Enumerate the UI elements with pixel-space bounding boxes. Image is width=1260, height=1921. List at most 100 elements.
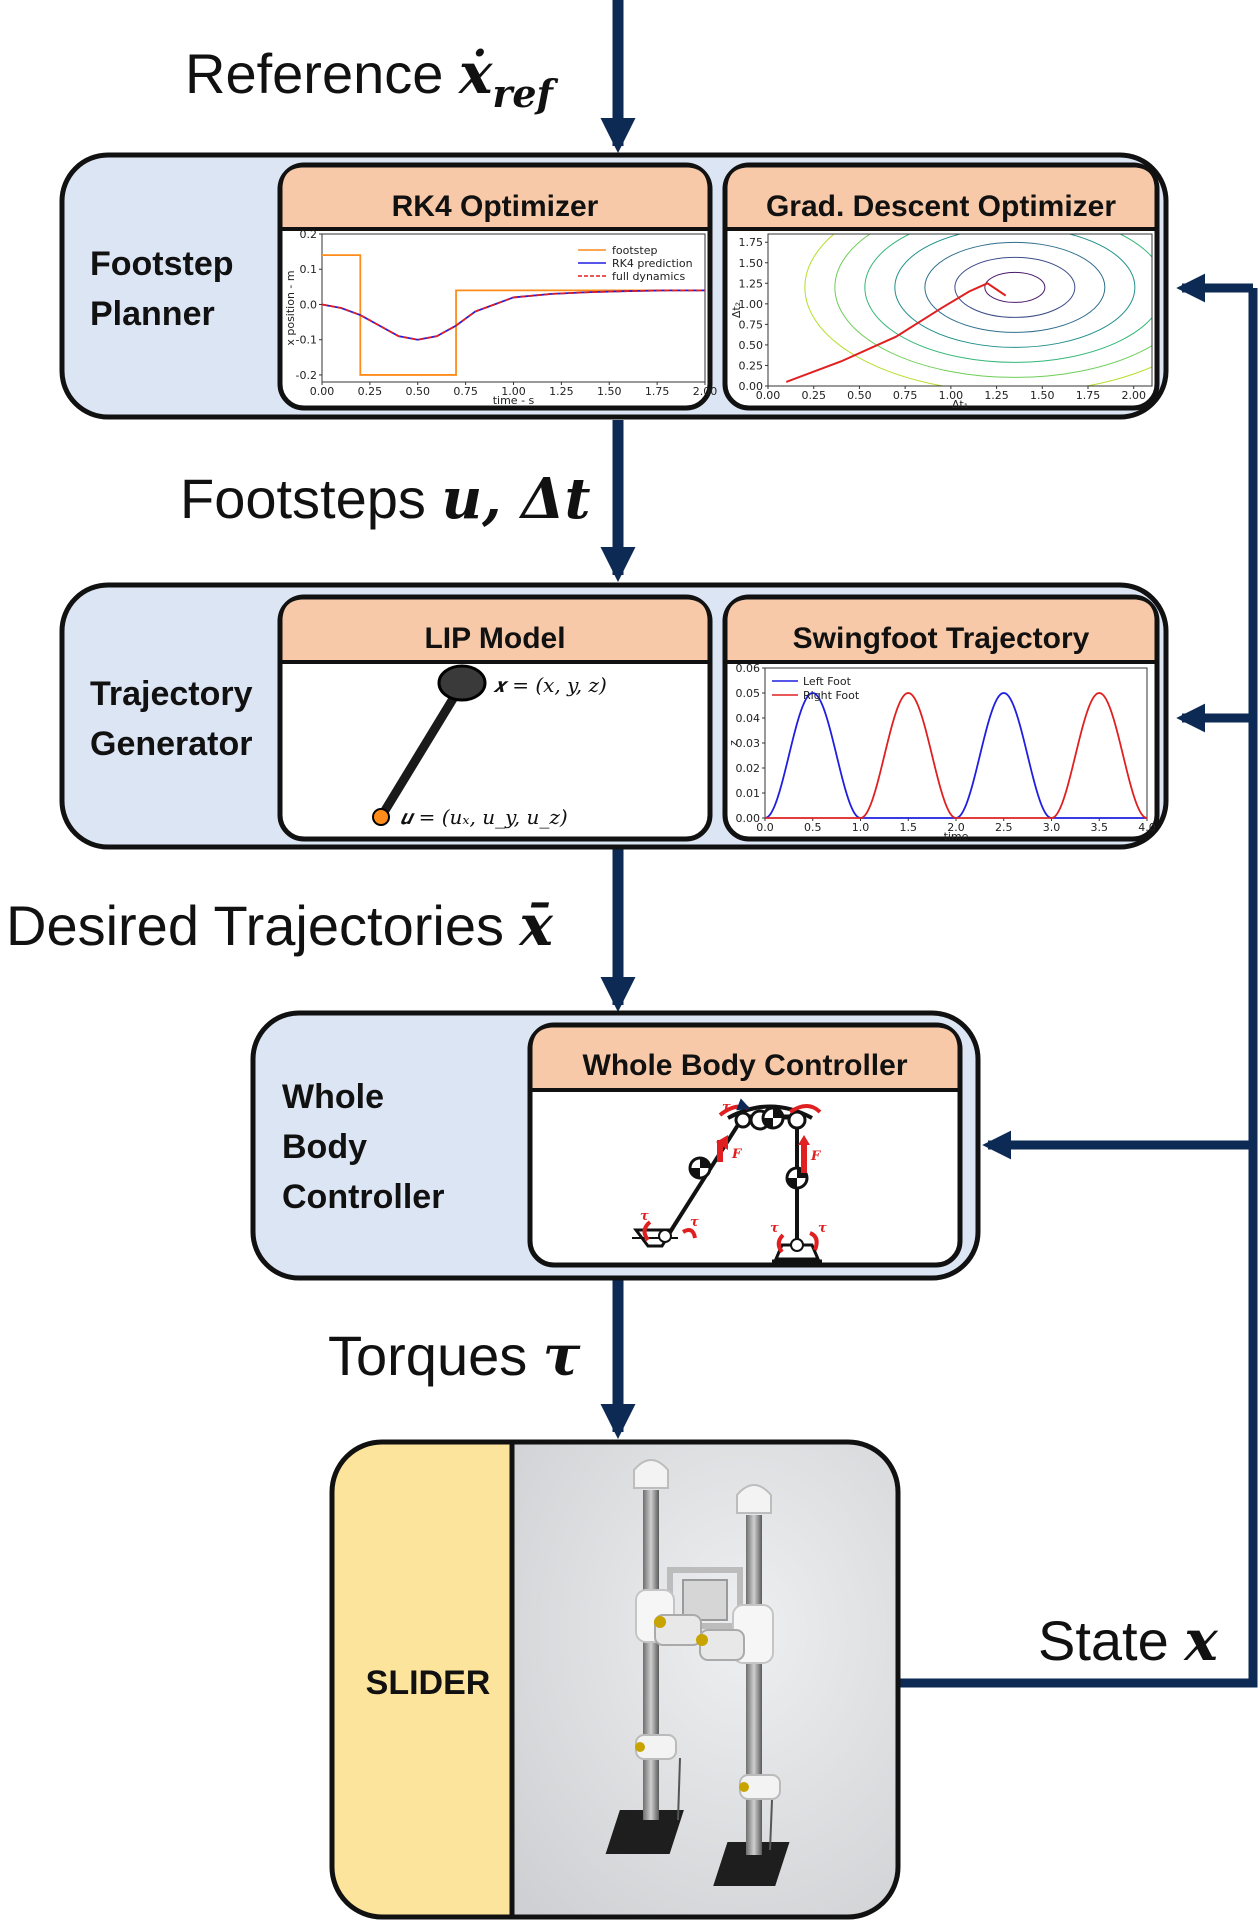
rk4-legend-label: full dynamics xyxy=(612,270,685,283)
rk4-xtick-label: 1.75 xyxy=(645,385,670,398)
lip-foot-icon xyxy=(372,808,390,826)
gd-xtick-label: 0.25 xyxy=(801,389,826,402)
rk4-chart: 0.00 0.25 0.50 0.75 1.00 1.25 1.50 1.75 2.00 0.2 0… xyxy=(284,228,717,407)
swing-series-Right-Foot xyxy=(765,692,1148,819)
wbc-line1: Whole xyxy=(282,1078,384,1116)
swing-ytick-label: 0.02 xyxy=(736,762,761,775)
gd-xtick-label: 1.00 xyxy=(939,389,964,402)
wbc-force-label-1: F xyxy=(731,1147,742,1162)
rk4-ylabel: x position - m xyxy=(284,270,297,345)
swing-xtick-label: 4.0 xyxy=(1138,821,1156,834)
swingfoot-title: Swingfoot Trajectory xyxy=(793,622,1090,655)
swing-ytick-label: 0.06 xyxy=(736,662,761,675)
rk4-optimizer-title: RK4 Optimizer xyxy=(392,190,599,223)
gd-ytick-label: 0.25 xyxy=(739,359,764,372)
wbc-force-label-2: F xyxy=(810,1149,821,1164)
gd-descent-path xyxy=(785,282,1007,383)
wbc-tau-label-1: τ xyxy=(722,1100,731,1115)
whole-body-controller-block: Whole Body Controller Whole Body Control… xyxy=(250,1010,981,1281)
rk4-ytick-label: 0.0 xyxy=(300,298,318,311)
swing-xlabel: time xyxy=(944,830,969,843)
rk4-ytick-label: 0.2 xyxy=(300,228,318,241)
gd-xtick-label: 1.75 xyxy=(1076,389,1101,402)
gd-contour xyxy=(804,234,1152,386)
swing-xtick-label: 3.5 xyxy=(1091,821,1109,834)
lip-leg xyxy=(376,679,467,822)
swing-ytick-label: 0.04 xyxy=(736,712,761,725)
gd-contour xyxy=(924,241,1106,333)
rk4-series-full-dynamics xyxy=(321,289,705,341)
rk4-ytick-label: 0.1 xyxy=(300,263,318,276)
gd-contour xyxy=(894,234,1136,348)
gd-xtick-label: 0.75 xyxy=(893,389,918,402)
rk4-xtick-label: 0.25 xyxy=(358,385,383,398)
rk4-series-footstep xyxy=(322,254,705,376)
lip-mass-icon xyxy=(437,664,487,702)
trajectory-generator-block: Trajectory Generator LIP Model 𝒙 = (x, y… xyxy=(59,582,1169,850)
lip-model-title: LIP Model xyxy=(424,622,565,655)
rk4-xlabel: time - s xyxy=(493,394,535,407)
wbc-tau-label-3: τ xyxy=(690,1215,699,1230)
rk4-legend-label: footstep xyxy=(612,244,657,257)
torques-label: Torques τ xyxy=(328,1323,581,1389)
state-label: State x xyxy=(1038,1608,1218,1674)
robot-name-label: SLIDER xyxy=(366,1664,491,1702)
gd-contour xyxy=(984,271,1046,303)
wbc-panel-title: Whole Body Controller xyxy=(583,1049,908,1082)
rk4-optimizer-panel: RK4 Optimizer 0.00 0.25 0.50 0.75 1.00 1.25 1.… xyxy=(277,162,717,411)
gd-contour xyxy=(864,234,1152,363)
swing-xtick-label: 0.5 xyxy=(804,821,822,834)
gd-ytick-label: 1.75 xyxy=(739,236,764,249)
swing-legend-label: Right Foot xyxy=(803,689,860,702)
gd-ylabel: Δt₂ xyxy=(730,302,743,318)
swing-xtick-label: 2.5 xyxy=(995,821,1013,834)
rk4-xtick-label: 1.25 xyxy=(549,385,574,398)
footstep-planner-line2: Planner xyxy=(90,295,215,333)
reference-label: Reference ẋref xyxy=(185,41,559,116)
gd-plot-frame xyxy=(767,233,1153,387)
gd-xtick-label: 1.50 xyxy=(1030,389,1055,402)
gd-xtick-label: 2.00 xyxy=(1121,389,1146,402)
grad-descent-title: Grad. Descent Optimizer xyxy=(766,190,1116,223)
gd-ytick-label: 1.25 xyxy=(739,277,764,290)
grad-descent-chart: 0.00 0.25 0.50 0.75 1.00 1.25 1.50 1.75 2.00 1.75… xyxy=(730,233,1153,411)
swing-xtick-label: 0.0 xyxy=(756,821,774,834)
swing-legend-label: Left Foot xyxy=(803,675,852,688)
trajectory-generator-line1: Trajectory xyxy=(90,675,253,713)
rk4-xtick-label: 2.00 xyxy=(693,385,718,398)
grad-descent-panel: Grad. Descent Optimizer 0.00 0.25 0.50 0.75… xyxy=(722,162,1160,411)
rk4-xtick-label: 1.50 xyxy=(597,385,622,398)
footsteps-label: Footsteps u, Δt xyxy=(180,466,591,532)
wbc-robot-sketch: τ τ τ τ τ F F xyxy=(632,1098,827,1263)
gd-xtick-label: 0.50 xyxy=(847,389,872,402)
trajectory-generator-line2: Generator xyxy=(90,725,253,763)
gd-ytick-label: 0.75 xyxy=(739,318,764,331)
rk4-xtick-label: 0.00 xyxy=(310,385,335,398)
gd-contour xyxy=(834,234,1152,378)
slider-robot-image xyxy=(605,1459,790,1886)
swing-ylabel: z xyxy=(727,740,740,746)
rk4-xtick-label: 0.50 xyxy=(406,385,431,398)
desired-trajectories-label: Desired Trajectories x̄ xyxy=(6,893,554,959)
robot-block: SLIDER xyxy=(329,1439,901,1920)
rk4-ytick-label: -0.1 xyxy=(296,334,317,347)
wbc-line3: Controller xyxy=(282,1178,444,1216)
gd-xtick-label: 1.25 xyxy=(984,389,1009,402)
lip-bottom-equation: 𝒖 = (uₓ, u_y, u_z) xyxy=(400,805,568,829)
wbc-tau-label-4: τ xyxy=(770,1221,779,1236)
swing-xtick-label: 2.0 xyxy=(947,821,965,834)
swing-ytick-label: 0.03 xyxy=(736,737,761,750)
rk4-ytick-label: -0.2 xyxy=(296,369,317,382)
gd-ytick-label: 0.00 xyxy=(739,380,764,393)
swing-ytick-label: 0.01 xyxy=(736,787,761,800)
rk4-xtick-label: 0.75 xyxy=(453,385,478,398)
rk4-xtick-label: 1.00 xyxy=(501,385,526,398)
swing-xtick-label: 3.0 xyxy=(1043,821,1061,834)
gd-ytick-label: 0.50 xyxy=(739,339,764,352)
footstep-planner-line1: Footstep xyxy=(90,245,234,283)
gd-xlabel: Δt₁ xyxy=(952,398,968,411)
